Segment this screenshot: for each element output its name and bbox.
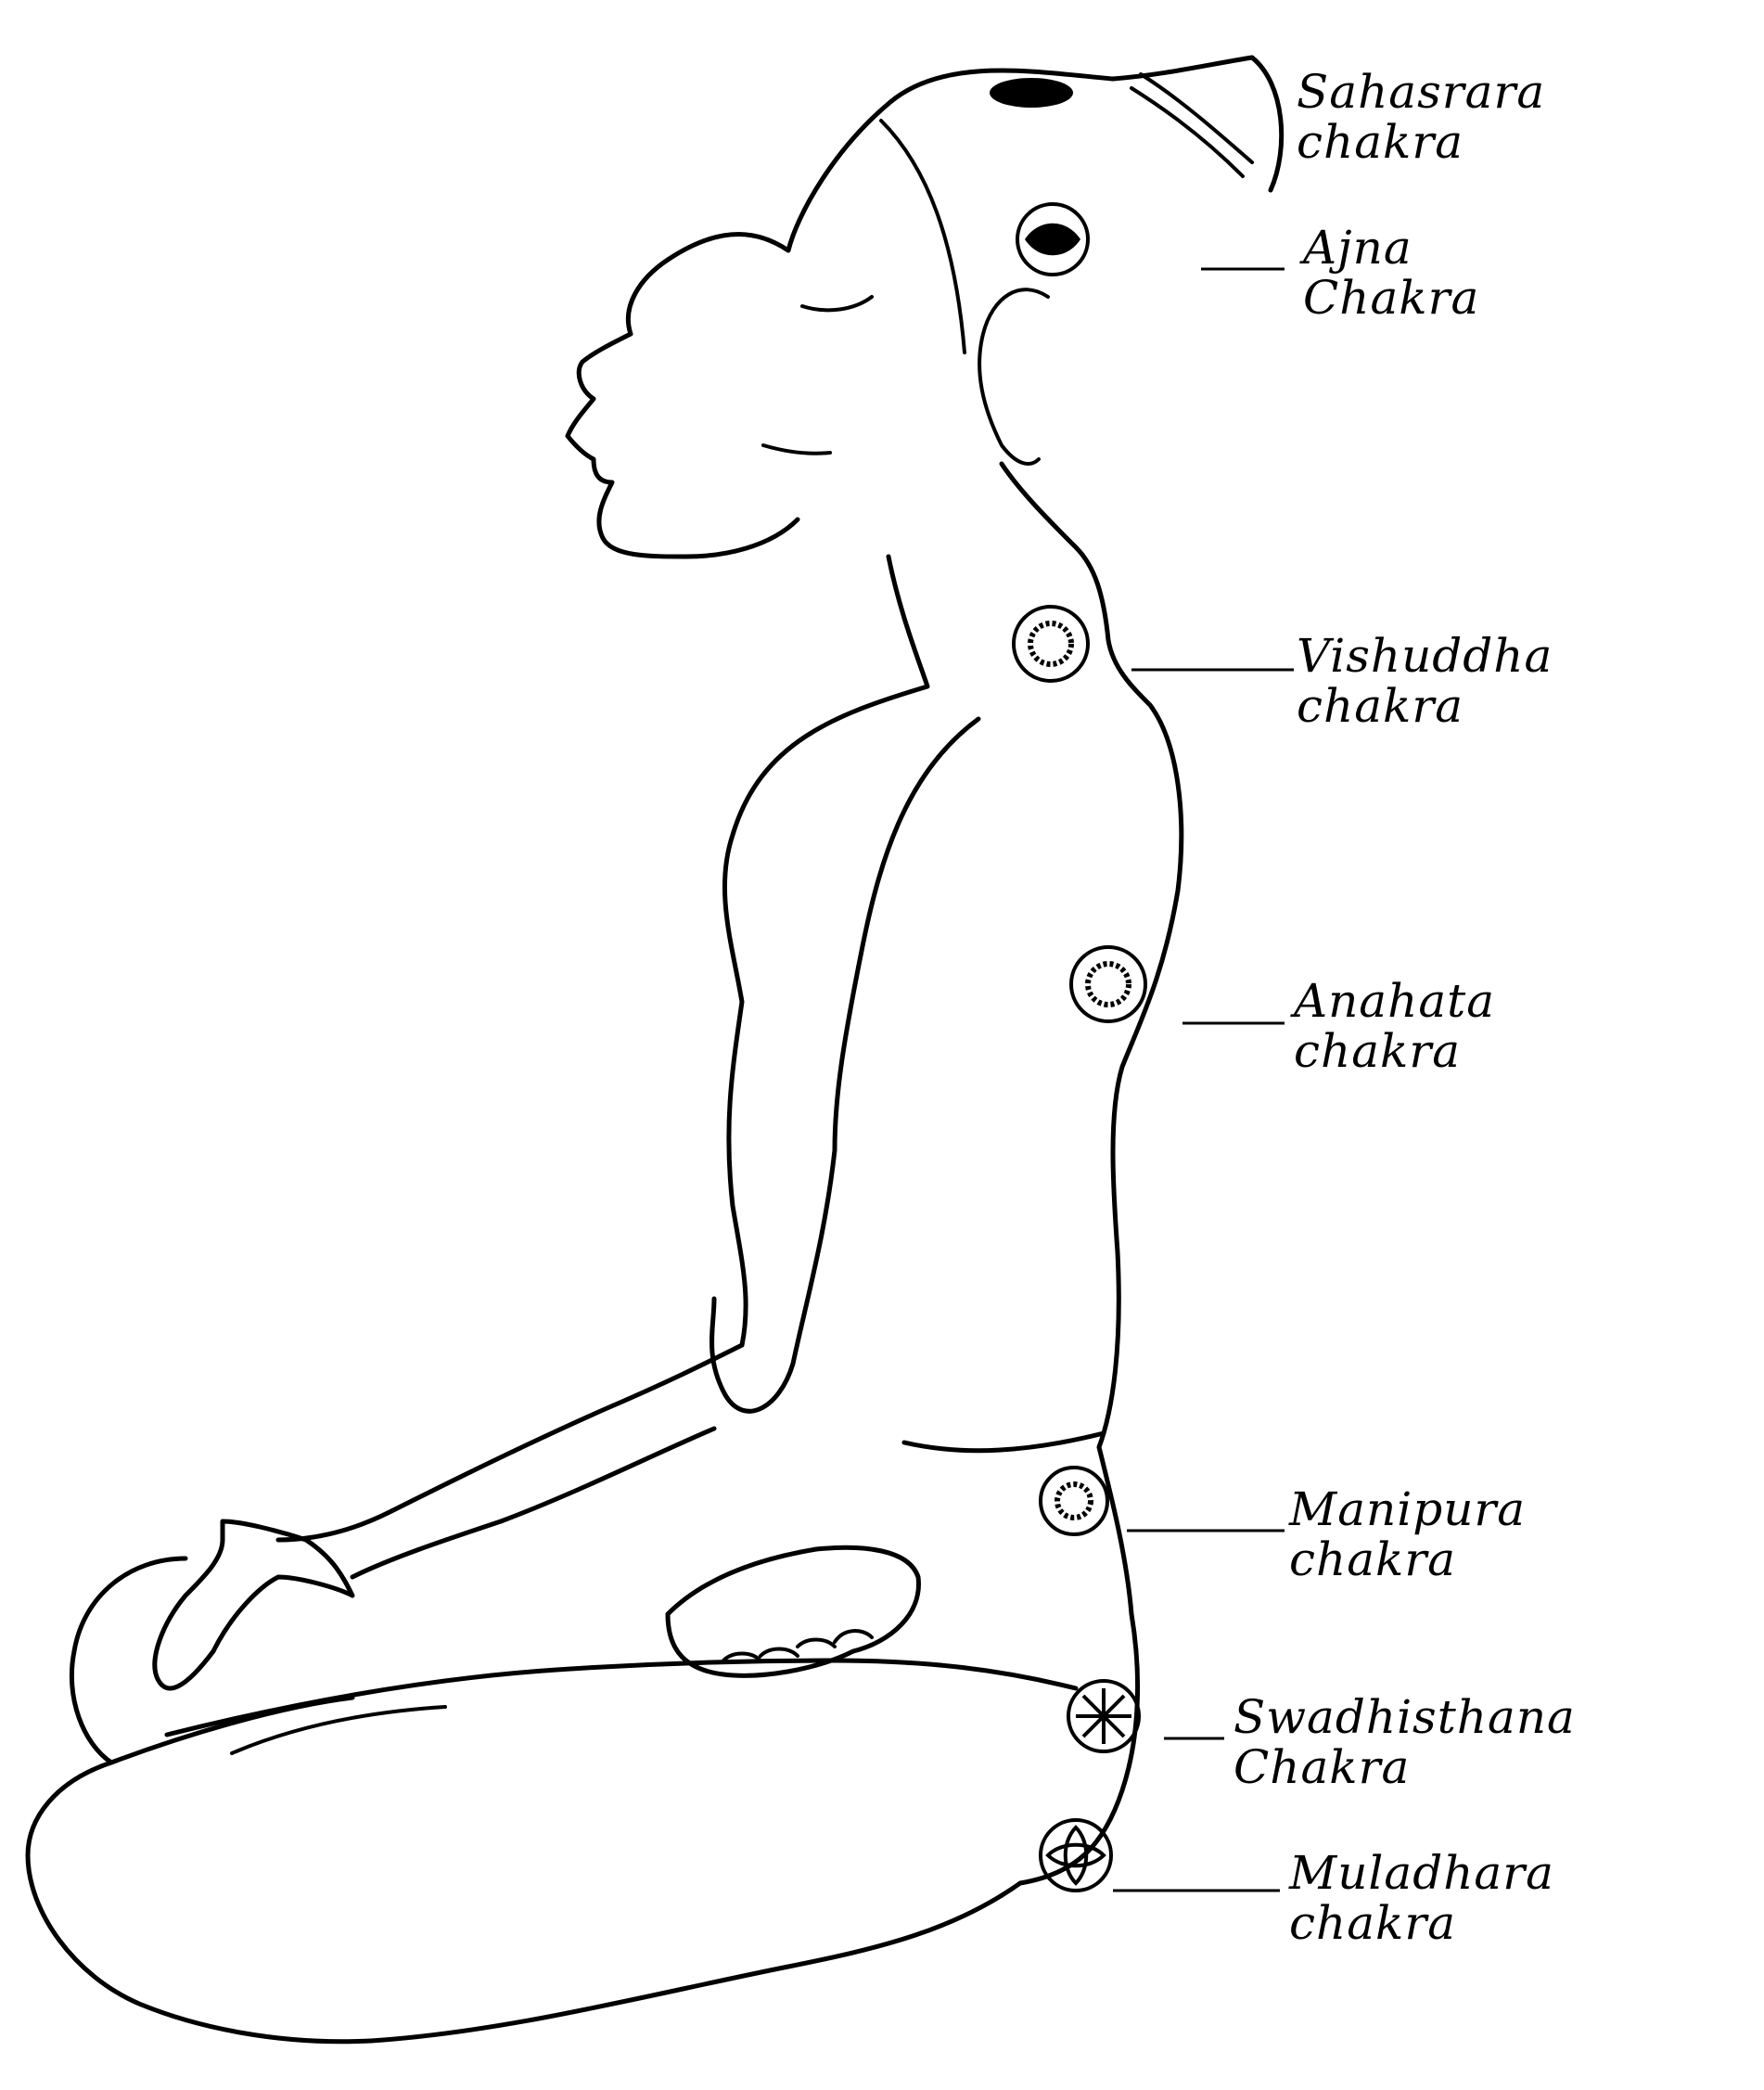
head-back-outline (568, 58, 1282, 557)
forearm-outline (278, 1345, 742, 1540)
chakra-name: Vishuddha (1297, 631, 1553, 681)
sahasrara-chakra-label: Sahasrara chakra (1297, 67, 1545, 167)
mouth (763, 445, 830, 454)
knee-outline (71, 1558, 185, 1763)
chakra-name: Muladhara (1289, 1848, 1554, 1898)
chakra-word: chakra (1297, 681, 1553, 731)
chakra-name: Sahasrara (1297, 67, 1545, 117)
swadhisthana-chakra-label: Swadhisthana Chakra (1234, 1692, 1576, 1792)
arm-outline (712, 719, 979, 1411)
chakra-word: chakra (1294, 1026, 1495, 1076)
ajna-chakra-label: Ajna Chakra (1303, 223, 1479, 323)
right-hand (668, 1547, 918, 1675)
leg-outline (28, 1698, 1020, 2042)
left-hand (155, 1521, 352, 1688)
chakra-name: Anahata (1294, 976, 1495, 1026)
chakra-word: chakra (1289, 1534, 1526, 1584)
chakra-word: Chakra (1303, 273, 1479, 323)
muladhara-chakra-symbol (1041, 1820, 1111, 1891)
chakra-word: chakra (1289, 1898, 1554, 1948)
closed-eye (802, 297, 872, 310)
fingers (723, 1631, 872, 1660)
anahata-chakra-label: Anahata chakra (1294, 976, 1495, 1076)
chakra-name: Ajna (1303, 223, 1479, 273)
chakra-name: Swadhisthana (1234, 1692, 1576, 1742)
hair-line (881, 121, 965, 353)
thigh-top-outline (167, 1660, 1076, 1735)
swadhisthana-chakra-symbol (1068, 1681, 1139, 1751)
anahata-chakra-symbol (1071, 947, 1145, 1021)
manipura-chakra-label: Manipura chakra (1289, 1484, 1526, 1584)
chakra-name: Manipura (1289, 1484, 1526, 1534)
topknot-band (1131, 74, 1252, 176)
ajna-chakra-symbol (1017, 204, 1088, 275)
manipura-chakra-symbol (1041, 1468, 1107, 1534)
chakra-word: Chakra (1234, 1742, 1576, 1792)
waist-line (904, 1433, 1104, 1451)
chakra-word: chakra (1297, 117, 1545, 167)
muladhara-chakra-label: Muladhara chakra (1289, 1848, 1554, 1948)
vishuddha-chakra-symbol (1014, 607, 1088, 681)
vishuddha-chakra-label: Vishuddha chakra (1297, 631, 1553, 731)
front-body-outline (724, 557, 927, 1345)
sahasrara-chakra-symbol (990, 78, 1073, 108)
front-neck-outline (1002, 464, 1182, 1883)
ear (979, 289, 1048, 464)
